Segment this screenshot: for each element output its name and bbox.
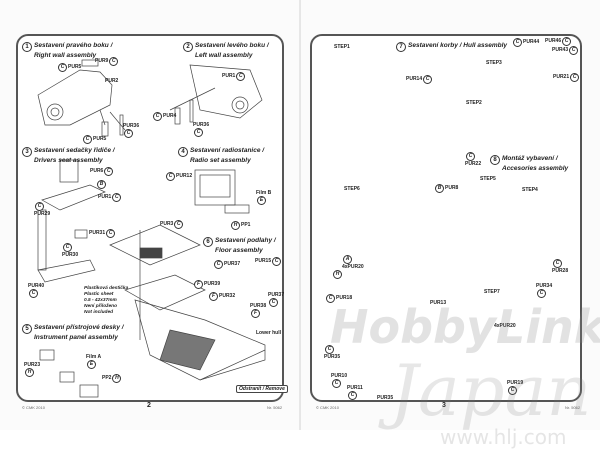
kit-number: Nr. 5062 [267,405,283,410]
left-page-drawings [37,59,266,398]
part-label: B [96,180,107,189]
lower-hull [134,299,266,381]
step-label: STEP5 [480,176,496,182]
plastic-sheet-note: Plastiková destička Plastic sheet 0.5 - … [84,286,129,315]
seat-back [59,159,79,183]
part-label: PUR35 [377,395,394,401]
radio-set [194,169,236,206]
page-3-frame [310,34,582,402]
remove-label: Odstranit / Remove [236,385,288,393]
right-wall-part [37,69,113,126]
page-number: 3 [442,402,446,409]
floor-part [109,224,201,266]
page-2-frame [16,34,284,402]
step-label: STEP4 [522,187,538,193]
left-wall-part [189,64,263,119]
copyright: © CMK 2010 [22,405,45,410]
part-label: 4xPUR20 [494,323,516,329]
part-label: Lower hull [256,330,281,336]
page-number: 2 [147,402,151,409]
part-label: PUR13 [430,300,447,306]
seat-base [41,184,106,211]
step-label: STEP3 [486,60,502,66]
step-label: STEP2 [466,100,482,106]
kit-number: Nr. 5062 [565,405,581,410]
copyright: © CMK 2010 [316,405,339,410]
part-label: H [332,270,343,279]
step-label: STEP7 [484,289,500,295]
step-label: STEP6 [344,186,360,192]
part-label: PUR2 [105,78,119,84]
step-label: STEP1 [334,44,350,50]
